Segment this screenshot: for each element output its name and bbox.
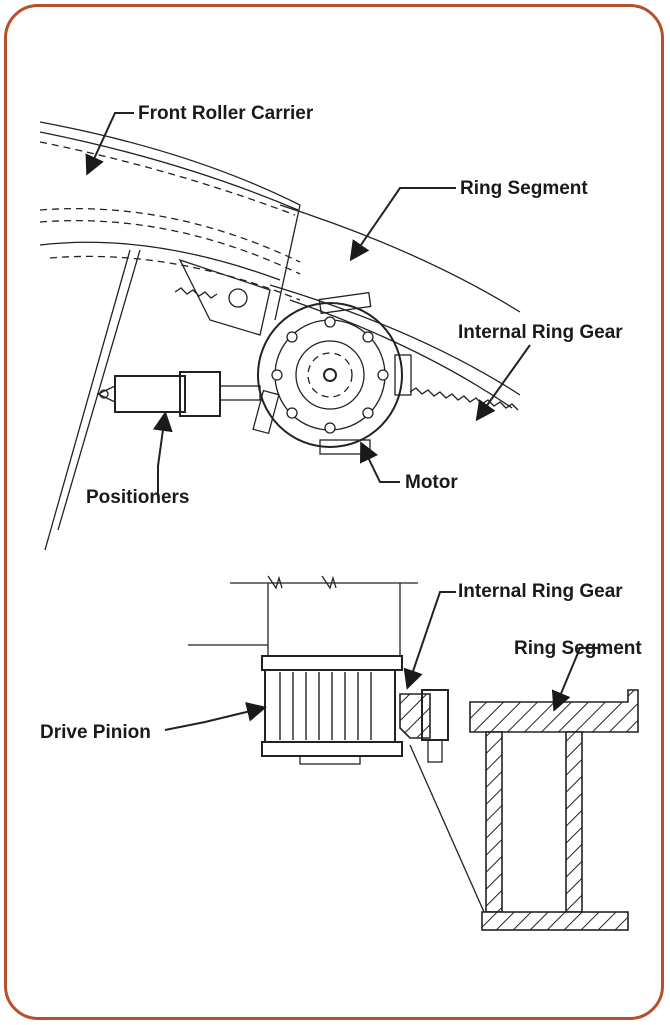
break-mark-2 <box>321 575 337 590</box>
leader-front-roller-carrier <box>85 112 134 176</box>
labels: Front Roller Carrier Ring Segment Intern… <box>40 103 642 743</box>
label-internal-ring-gear-top: Internal Ring Gear <box>458 322 623 343</box>
leader-internal-ring-gear-bottom <box>403 591 456 690</box>
drive-pinion-body <box>264 669 396 743</box>
section-view <box>188 575 639 931</box>
section-view-leaders <box>164 591 600 731</box>
pinion-teeth <box>279 672 372 740</box>
hidden-arc-3 <box>49 255 301 301</box>
leader-ring-segment-top <box>349 187 456 262</box>
carrier-hidden-edge <box>39 141 296 216</box>
positioner-rod <box>219 385 261 401</box>
hidden-arc-1 <box>39 207 301 263</box>
ring-segment-section <box>469 689 639 733</box>
motor-housing <box>257 302 403 448</box>
positioner-pin <box>99 389 109 399</box>
ring-segment-outer-arc <box>279 204 521 313</box>
upper-flange <box>261 655 403 671</box>
motor-rotor <box>295 340 365 410</box>
bracket-pivot <box>228 288 248 308</box>
ring-gear-section <box>399 693 431 739</box>
motor-left-lug <box>252 389 280 435</box>
ring-segment-web-left <box>485 731 503 913</box>
ring-segment-inner-arc-2 <box>289 299 513 409</box>
label-drive-pinion: Drive Pinion <box>40 722 151 743</box>
motor-top-lug <box>318 291 372 315</box>
carrier-left-edge-2 <box>57 249 141 531</box>
diagram-frame <box>4 4 664 1020</box>
label-ring-segment-bottom: Ring Segment <box>514 638 642 659</box>
ring-segment-web-right <box>565 731 583 913</box>
lower-cap <box>299 755 361 765</box>
positioner-cylinder <box>114 375 186 413</box>
carrier-side-edge <box>274 204 301 321</box>
carrier-second-edge <box>39 131 299 211</box>
mount-bracket <box>178 258 271 336</box>
leader-motor <box>360 441 400 483</box>
leader-positioners <box>152 411 173 498</box>
inner-arc <box>39 241 281 281</box>
lower-flange <box>261 741 403 757</box>
label-ring-segment-top: Ring Segment <box>460 178 588 199</box>
top-view-leaders <box>85 112 531 498</box>
label-motor: Motor <box>405 472 458 493</box>
leader-drive-pinion <box>164 702 267 731</box>
hidden-arc-2 <box>39 219 301 275</box>
ring-gear-teeth <box>409 387 519 411</box>
label-front-roller-carrier: Front Roller Carrier <box>138 103 314 124</box>
motor-bolts <box>271 316 389 434</box>
gear-slope-line <box>409 744 485 913</box>
ring-segment-inner-arc <box>269 284 521 396</box>
motor-right-lug <box>394 354 412 396</box>
motor-shaft <box>323 368 337 382</box>
label-positioners: Positioners <box>86 487 189 508</box>
motor-rotor-hidden <box>307 352 353 398</box>
ring-segment-bottom-flange <box>481 911 629 931</box>
carrier-top-edge <box>39 121 301 206</box>
carrier-left-edge-1 <box>44 249 131 551</box>
leader-ring-segment-bottom <box>551 647 600 712</box>
label-internal-ring-gear-bottom: Internal Ring Gear <box>458 581 623 602</box>
positioner-clevis <box>96 385 116 403</box>
leader-internal-ring-gear-top <box>475 344 531 422</box>
break-mark-1 <box>267 575 283 590</box>
bolt-nut <box>427 739 443 763</box>
top-view <box>39 121 521 551</box>
